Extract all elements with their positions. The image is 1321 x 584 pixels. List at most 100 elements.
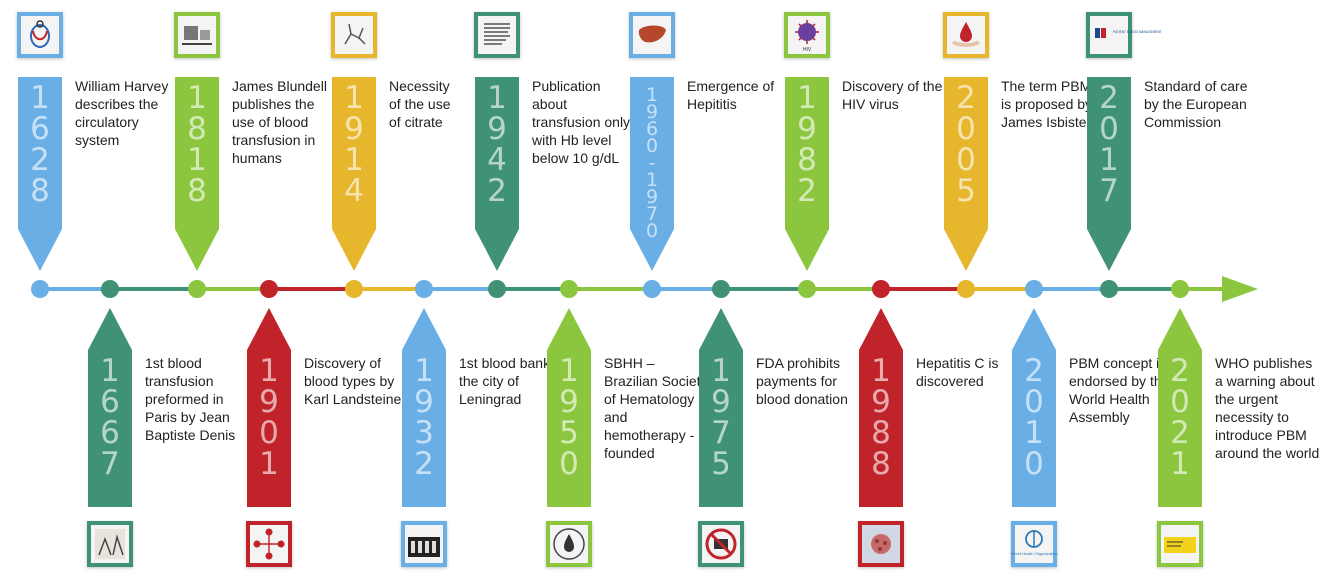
year-digit: 2: [956, 80, 976, 116]
year-digit: 8: [797, 142, 817, 178]
year-digit: 1: [487, 80, 507, 116]
timeline-dot: [712, 280, 730, 298]
year-digit: 6: [645, 118, 659, 140]
year-digit: 1: [259, 446, 279, 482]
event-description: 1st blood bank in the city of Leningrad: [459, 355, 565, 407]
year-digit: 0: [956, 111, 976, 147]
year-digit: 2: [414, 446, 434, 482]
year-digit: 1: [344, 80, 364, 116]
event-description: William Harvey describes the circulatory…: [75, 78, 169, 148]
timeline-dot: [488, 280, 506, 298]
event-description: Hepatitis C is discovered: [916, 355, 999, 389]
event-description: Discovery of the HIV virus: [842, 78, 943, 112]
year-digit: 1: [645, 84, 659, 106]
timeline-dot: [798, 280, 816, 298]
year-digit: 1: [187, 142, 207, 178]
year-digit: 0: [645, 220, 659, 242]
blood-bank-bottles-icon: [401, 521, 447, 567]
no-payment-icon: [698, 521, 744, 567]
year-digit: 2: [1170, 353, 1190, 389]
year-digit: 0: [1099, 111, 1119, 147]
year-digit: 2: [1170, 415, 1190, 451]
hepatitis-virus-icon: [858, 521, 904, 567]
timeline-dot: [643, 280, 661, 298]
year-digit: 8: [871, 415, 891, 451]
year-digit: 0: [1170, 384, 1190, 420]
year-digit: 1: [871, 353, 891, 389]
year-digit: 9: [645, 186, 659, 208]
event-description: WHO publishes a warning about the urgent…: [1215, 355, 1320, 461]
year-digit: 0: [259, 415, 279, 451]
event-description: Discovery of blood types by Karl Landste…: [304, 355, 406, 407]
year-digit: 6: [100, 384, 120, 420]
blood-types-diagram-icon: [246, 521, 292, 567]
year-digit: 7: [645, 203, 659, 225]
svg-text:PATIENT BLOOD MANAGEMENT: PATIENT BLOOD MANAGEMENT: [1113, 30, 1162, 34]
svg-text:World Health Organization: World Health Organization: [1011, 551, 1058, 556]
heart-anatomy-icon: [17, 12, 63, 58]
year-digit: 5: [956, 173, 976, 209]
event-description: James Blundell publishes the use of bloo…: [232, 78, 327, 166]
year-digit: 8: [187, 173, 207, 209]
event-description: The term PBM is proposed by James Isbist…: [1001, 78, 1093, 130]
year-digit: 1: [187, 80, 207, 116]
sbhh-seal-icon: [546, 521, 592, 567]
timeline-dot: [415, 280, 433, 298]
year-digit: 2: [487, 173, 507, 209]
year-digit: 5: [559, 415, 579, 451]
timeline-dot: [188, 280, 206, 298]
axis-arrowhead: [1222, 276, 1258, 302]
year-digit: 1: [645, 169, 659, 191]
year-digit: 2: [797, 173, 817, 209]
timeline-dot: [957, 280, 975, 298]
event-description: Necessity of the use of citrate: [389, 78, 451, 130]
year-digit: 1: [100, 353, 120, 389]
timeline-dot: [560, 280, 578, 298]
liver-icon: [629, 12, 675, 58]
year-digit: 8: [187, 111, 207, 147]
european-commission-logo-icon: PATIENT BLOOD MANAGEMENT: [1086, 12, 1162, 58]
year-digit: 1: [259, 353, 279, 389]
year-digit: 9: [414, 384, 434, 420]
timeline-dot: [1100, 280, 1118, 298]
event-description: 1st blood transfusion preformed in Paris…: [145, 355, 236, 443]
event-description: Publication about transfusion only with …: [532, 78, 631, 166]
year-digit: 0: [559, 446, 579, 482]
who-logo-icon: World Health Organization: [1011, 521, 1057, 567]
year-digit: 1: [559, 353, 579, 389]
year-digit: 1: [30, 80, 50, 116]
year-digit: 9: [559, 384, 579, 420]
year-digit: 7: [711, 415, 731, 451]
year-digit: 0: [1024, 384, 1044, 420]
event-description: Standard of care by the European Commiss…: [1144, 78, 1248, 130]
year-digit: -: [648, 152, 656, 174]
timeline-dot: [345, 280, 363, 298]
year-digit: 1: [797, 80, 817, 116]
year-digit: 9: [344, 111, 364, 147]
publication-icon: [474, 12, 520, 58]
year-digit: 0: [645, 135, 659, 157]
blood-drop-hands-icon: [943, 12, 989, 58]
year-digit: 1: [1170, 446, 1190, 482]
year-digit: 0: [1024, 446, 1044, 482]
year-digit: 9: [487, 111, 507, 147]
year-digit: 7: [100, 446, 120, 482]
year-digit: 9: [711, 384, 731, 420]
year-digit: 6: [30, 111, 50, 147]
year-digit: 9: [797, 111, 817, 147]
hiv-virus-icon: HIV: [784, 12, 830, 58]
timeline-dot: [260, 280, 278, 298]
timeline-dot: [31, 280, 49, 298]
year-digit: 2: [1024, 353, 1044, 389]
